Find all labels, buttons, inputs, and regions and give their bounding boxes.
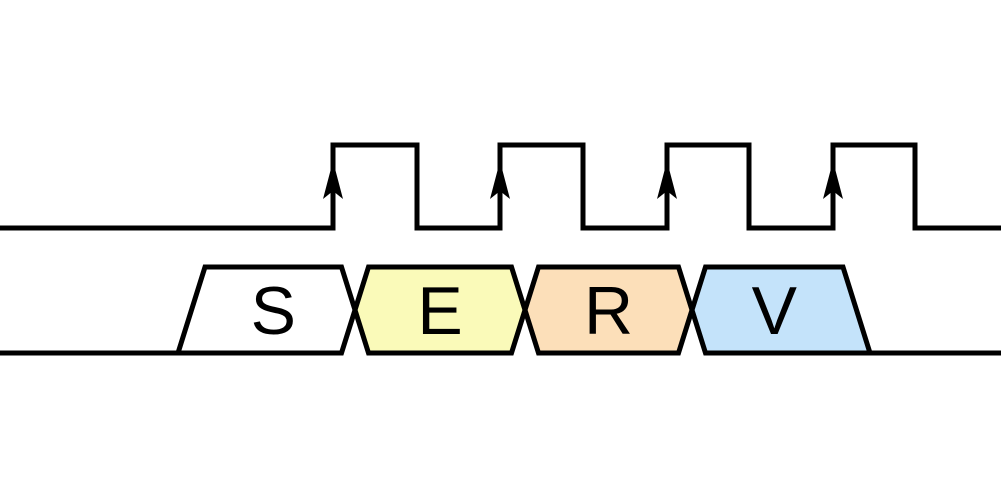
bus-segment-v: [689, 264, 874, 356]
bus-segment-r: [522, 264, 695, 356]
bus-segment-e: [352, 264, 528, 356]
rising-edge-arrow-icon: [657, 161, 677, 199]
bus-segment-label: V: [752, 273, 798, 349]
rising-edge-arrow-icon: [823, 161, 843, 199]
bus-segment-label: R: [584, 273, 633, 349]
rising-edge-arrow-icon: [323, 161, 343, 199]
bus-segment-s: [174, 264, 358, 356]
bus-segment-label: S: [251, 273, 296, 349]
bus-segment-label: E: [417, 273, 462, 349]
clock-signal-trace: [0, 142, 1001, 231]
rising-edge-arrow-icon: [490, 161, 510, 199]
